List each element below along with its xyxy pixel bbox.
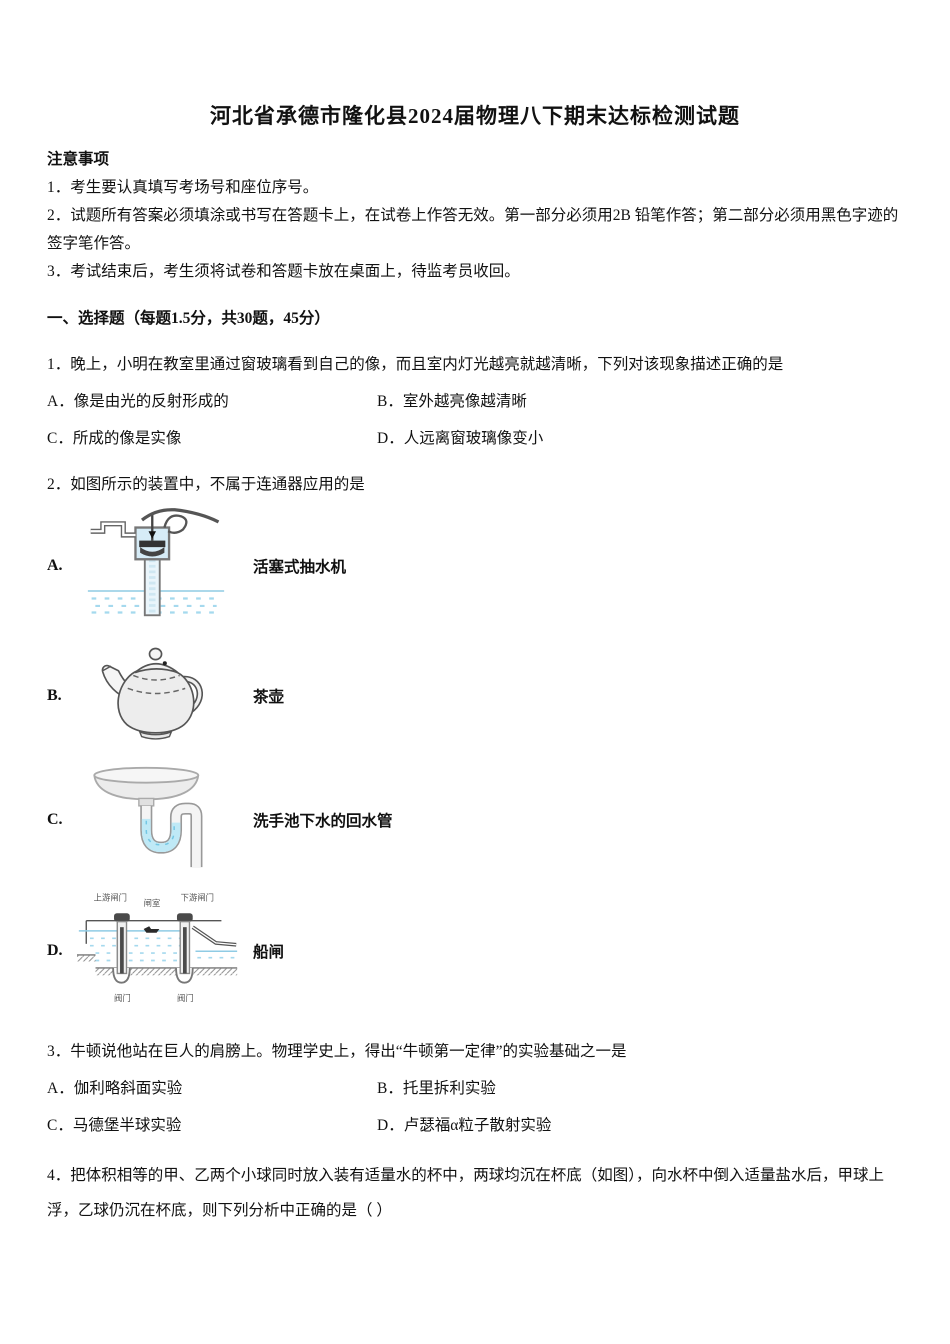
question-4-stem: 4．把体积相等的甲、乙两个小球同时放入装有适量水的杯中，两球均沉在杯底（如图），… [47,1167,885,1219]
q2-option-b-caption: 茶壶 [253,688,285,706]
notice-item-2: 2．试题所有答案必须填涂或书写在答题卡上，在试卷上作答无效。第一部分必须用2B … [47,207,899,252]
piston-pump-figure [85,507,253,624]
q1-option-c: C．所成的像是实像 [47,430,182,447]
q3-option-a: A．伽利略斜面实验 [47,1080,183,1097]
piston-pump-illustration [87,508,225,617]
q3-option-c: C．马德堡半球实验 [47,1117,182,1134]
q2-option-a-label: A. [47,556,63,574]
q1-option-d: D．人远离窗玻璃像变小 [377,430,544,447]
question-3-stem: 3．牛顿说他站在巨人的肩膀上。物理学史上，得出“牛顿第一定律”的实验基础之一是 [47,1043,627,1060]
q3-option-d: D．卢瑟福α粒子散射实验 [377,1117,552,1134]
question-3-options-row-1: A．伽利略斜面实验 B．托里拆利实验 [47,1074,903,1103]
q2-option-a-row: A. [47,507,903,624]
sink-trap-figure [85,765,253,874]
q2-option-b-row: B. 茶壶 [47,642,903,749]
question-1-stem: 1．晚上，小明在教室里通过窗玻璃看到自己的像，而且室内灯光越亮就越清晰，下列对该… [47,356,784,373]
q2-option-d-caption: 船闸 [253,943,285,961]
page-title: 河北省承德市隆化县2024届物理八下期末达标检测试题 [210,104,740,128]
q2-option-c-caption: 洗手池下水的回水管 [253,812,393,830]
notice-item-3: 3．考试结束后，考生须将试卷和答题卡放在桌面上，待监考员收回。 [47,263,520,280]
lock-label-chamber: 闸室 [144,898,161,908]
lock-label-valve-right: 阀门 [177,993,194,1003]
sink-trap-illustration [93,766,203,868]
question-1-options-row-2: C．所成的像是实像 D．人远离窗玻璃像变小 [47,424,903,453]
ship-lock-illustration: 上游闸门 闸室 下游闸门 [77,892,238,1003]
q1-option-b: B．室外越亮像越清晰 [377,393,527,410]
notice-item-1: 1．考生要认真填写考场号和座位序号。 [47,179,319,196]
q2-option-b-label: B. [47,686,62,704]
section-1-heading: 一、选择题（每题1.5分，共30题，45分） [47,310,330,327]
teapot-figure [85,642,253,749]
question-1-options-row-1: A．像是由光的反射形成的 B．室外越亮像越清晰 [47,387,903,416]
q3-option-b: B．托里拆利实验 [377,1080,496,1097]
question-3-options-row-2: C．马德堡半球实验 D．卢瑟福α粒子散射实验 [47,1111,903,1140]
q2-option-d-label: D. [47,941,63,959]
q2-option-d-row: D. 上游闸门 闸室 下游闸门 [47,890,903,1011]
q2-option-c-row: C. 洗手池下水的回水管 [47,765,903,874]
q2-option-c-label: C. [47,810,63,828]
ship-lock-figure: 上游闸门 闸室 下游闸门 [77,890,253,1011]
teapot-illustration [101,647,203,740]
notice-section: 注意事项 1．考生要认真填写考场号和座位序号。 2．试题所有答案必须填涂或书写在… [47,146,903,286]
question-2-stem: 2．如图所示的装置中，不属于连通器应用的是 [47,476,365,493]
lock-label-upstream-gate: 上游闸门 [94,892,127,902]
q1-option-a: A．像是由光的反射形成的 [47,393,229,410]
notice-heading: 注意事项 [47,151,110,168]
lock-label-downstream-gate: 下游闸门 [181,892,214,902]
lock-label-valve-left: 阀门 [114,993,131,1003]
q2-option-a-caption: 活塞式抽水机 [253,558,347,576]
